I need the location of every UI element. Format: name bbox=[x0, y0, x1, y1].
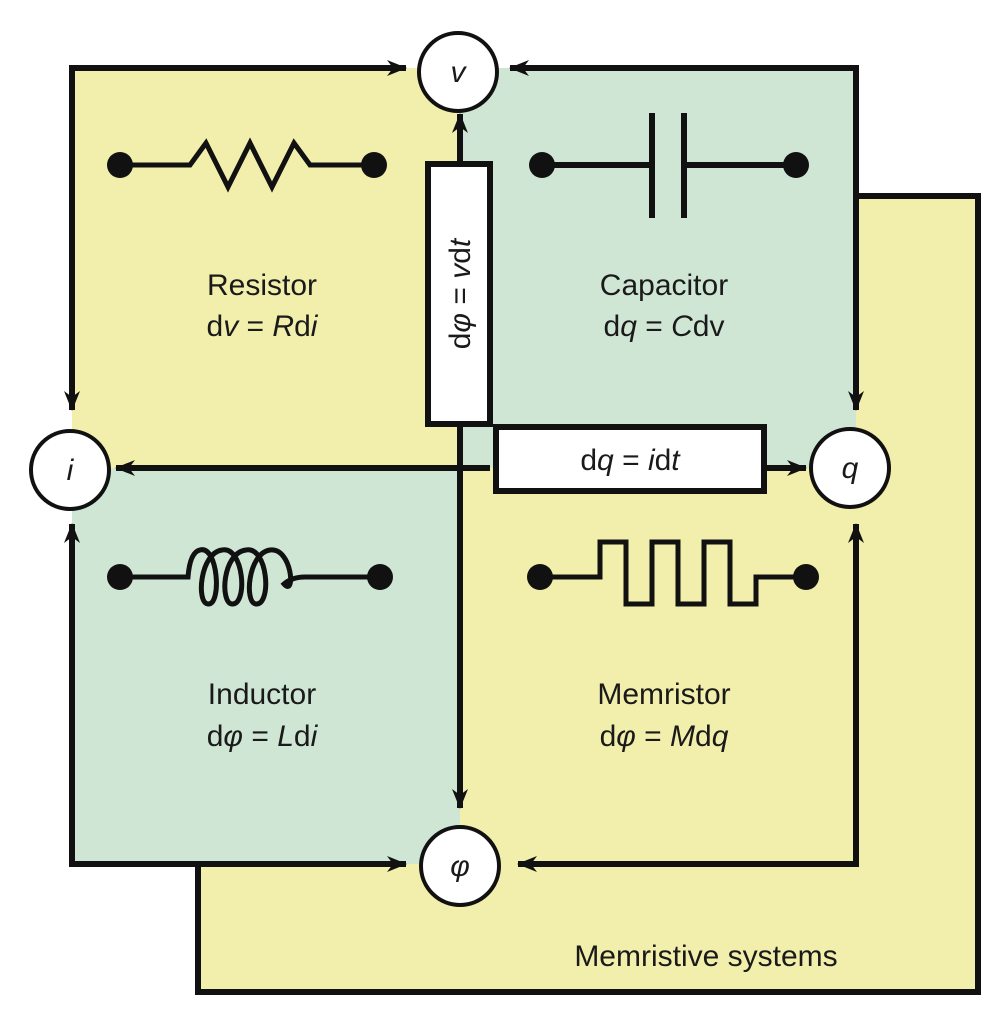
resistor-symbol bbox=[107, 137, 387, 193]
charge-current-box bbox=[493, 424, 767, 494]
node-phi-label: φ bbox=[450, 850, 470, 883]
memristor-symbol bbox=[527, 539, 819, 607]
charge-current-relation: dq = idt bbox=[580, 444, 681, 477]
memristor-equation: dφ = Mdq bbox=[600, 720, 729, 753]
memristor-name: Memristor bbox=[597, 678, 730, 711]
inductor-name: Inductor bbox=[208, 678, 316, 711]
resistor-quadrant bbox=[72, 68, 460, 468]
inductor-equation: dφ = Ldi bbox=[207, 720, 319, 753]
node-v: v bbox=[417, 31, 499, 113]
flux-voltage-box bbox=[425, 161, 493, 427]
memristor-quadrant bbox=[460, 468, 856, 864]
node-i-label: i bbox=[67, 454, 75, 487]
frame-lines bbox=[64, 60, 864, 872]
capacitor-name: Capacitor bbox=[600, 269, 728, 302]
node-q: q bbox=[809, 427, 891, 509]
inductor-quadrant bbox=[72, 468, 460, 864]
node-v-label: v bbox=[451, 56, 468, 89]
inductor-symbol bbox=[107, 547, 393, 607]
node-i: i bbox=[29, 429, 111, 511]
node-q-label: q bbox=[842, 452, 859, 485]
memristive-systems-label: Memristive systems bbox=[574, 940, 837, 973]
capacitor-symbol bbox=[529, 113, 809, 218]
flux-voltage-relation: dφ = vdt bbox=[444, 237, 477, 349]
node-phi: φ bbox=[419, 825, 501, 907]
resistor-equation: dv = Rdi bbox=[207, 310, 319, 343]
resistor-name: Resistor bbox=[207, 269, 317, 302]
capacitor-quadrant bbox=[460, 68, 856, 468]
capacitor-equation: dq = Cdv bbox=[604, 310, 725, 343]
